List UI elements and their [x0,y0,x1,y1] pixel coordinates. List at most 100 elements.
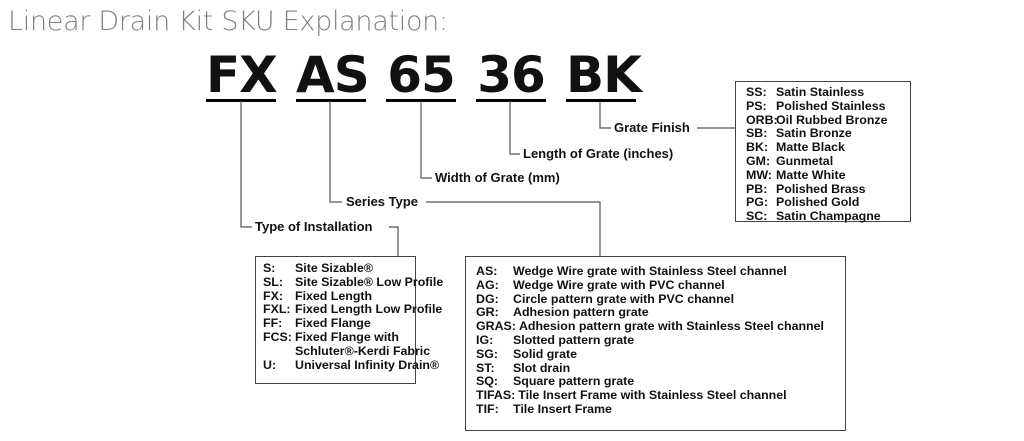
option-code: FCS: [263,329,292,344]
line-series [329,101,342,203]
line-length [509,101,520,155]
option-code: ORB: [746,112,778,127]
option-description: Square pattern grate [513,374,635,389]
option-description: Gunmetal [776,153,834,168]
code-finish: BK [566,46,642,104]
option-code: ST: [476,360,495,375]
code-series: AS [296,46,370,104]
option-row: FX:Fixed Length [263,288,415,304]
option-code: SS: [746,85,767,99]
line-series-box [426,201,601,256]
option-description: Matte White [776,167,846,182]
option-description: Slotted pattern grate [513,332,635,347]
series-options-box: AS: Wedge Wire grate with Stainless Steel… [465,256,846,431]
option-code: SQ: [476,374,499,389]
option-row: GM: Gunmetal [746,153,910,169]
option-code: AG: [476,277,499,292]
option-code: PB: [746,181,768,196]
option-row: GRAS:Adhesion pattern grate with Stainle… [476,319,845,334]
option-row: PB: Polished Brass [746,181,910,197]
option-row: TIF: Tile Insert Frame [476,401,845,417]
option-row: FF: Fixed Flange [263,316,415,331]
option-description: Fixed Length Low Profile [295,302,443,317]
option-row: ORB:Oil Rubbed Bronze [746,112,910,128]
option-row: SL: Site Sizable® Low Profile [263,274,443,290]
option-code: GM: [746,153,771,168]
option-code: GR: [476,305,499,320]
option-description: Polished Stainless [776,98,886,113]
option-code: PS: [746,98,767,113]
option-row: SG: Solid grate [476,346,845,362]
option-row: MW: Matte White [746,167,910,183]
option-description: Slot drain [513,360,571,375]
option-row: ST: Slot drain [476,360,845,376]
option-row: TIFAS:Tile Insert Frame with Stainless S… [476,388,845,403]
option-code: AS: [476,264,498,278]
option-row: BK: Matte Black [746,140,910,155]
code-width: 65 [386,46,456,104]
option-description: Polished Brass [776,181,866,196]
option-description: Circle pattern grate with PVC channel [513,291,735,306]
code-installation: FX [206,46,278,104]
option-description: Oil Rubbed Bronze [776,112,888,127]
option-row: FXL: Fixed Length Low Profile [263,302,442,317]
option-description: Site Sizable® Low Profile [295,274,444,289]
option-code: FX: [263,288,283,303]
option-description: Universal Infinity Drain® [295,357,440,372]
option-description: Matte Black [776,140,845,155]
option-row: S: Site Sizable® [263,261,415,276]
option-row: SB: Satin Bronze [746,127,910,141]
option-code: BK: [746,140,769,155]
option-row: U: Universal Infinity Drain® [263,357,439,373]
option-code: DG: [476,291,499,306]
option-code: MW: [746,167,772,182]
option-description: Fixed Flange [295,316,371,331]
option-row: AS: Wedge Wire grate with Stainless Steel… [476,264,845,279]
option-description: Fixed Flange with [295,329,399,344]
option-code: U: [263,357,277,372]
label-series: Series Type [346,194,419,209]
option-description: Site Sizable® [295,261,373,275]
label-installation: Type of Installation [255,219,373,234]
option-description: Wedge Wire grate with Stainless Steel ch… [513,264,787,278]
option-description: Schluter®-Kerdi Fabric [295,343,431,358]
installation-options-box: S: Site Sizable® SL: Site Sizable® Low Prof… [255,256,443,384]
option-description: Adhesion pattern grate with Stainless St… [518,319,824,334]
option-row: PS: Polished Stainless [746,98,910,114]
page-title: Linear Drain Kit SKU Explanation: [8,6,448,37]
label-finish: Grate Finish [614,120,690,135]
option-description: Wedge Wire grate with PVC channel [513,277,725,292]
option-row: AG: Wedge Wire grate with PVC channel [476,277,845,293]
option-description: Satin Bronze [776,126,852,141]
option-description: Satin Champagne [776,209,881,224]
option-row: FCS:Fixed Flange with [263,329,415,345]
line-width [420,101,432,179]
option-description: Tile Insert Frame [513,401,612,416]
option-code: GRAS: [476,319,516,334]
option-code: PG: [746,195,769,210]
option-code: SB: [746,126,768,141]
option-description: Polished Gold [776,195,860,210]
option-row: DG: Circle pattern grate with PVC channel [476,291,845,307]
option-code [263,345,295,359]
option-code: TIF: [476,401,499,416]
line-installation-box [389,226,399,256]
option-code: SG: [476,346,499,361]
line-installation [240,101,252,228]
option-code: SL: [263,274,283,289]
option-row: GR: Adhesion pattern grate [476,306,845,320]
label-width: Width of Grate (mm) [435,170,560,185]
option-code: SC: [746,209,768,224]
option-description: Satin Stainless [776,85,865,99]
label-length: Length of Grate (inches) [523,146,674,161]
option-code: TIFAS: [476,388,516,403]
option-description: Adhesion pattern grate [513,305,649,320]
option-code: S: [263,261,276,275]
option-code: FXL: [263,302,291,317]
option-code: FF: [263,316,283,331]
option-description: Solid grate [513,346,578,361]
option-row: SS: Satin Stainless [746,85,910,100]
line-finish [599,101,611,129]
